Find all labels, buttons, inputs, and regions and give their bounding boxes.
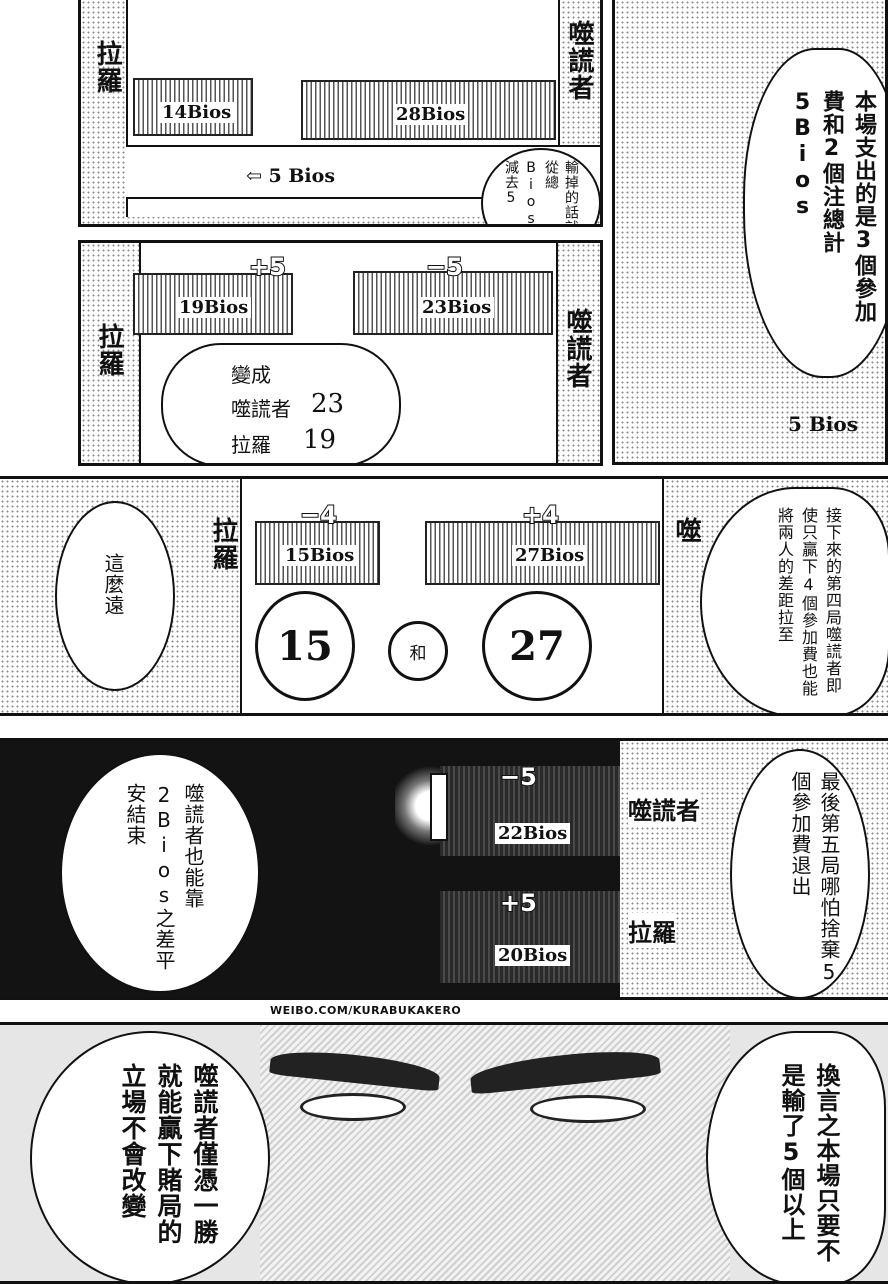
result-box: 變成 噬謊者 23 拉羅 19 xyxy=(161,343,401,463)
result-row1-name: 噬謊者 xyxy=(231,397,291,421)
result-row2-value: 19 xyxy=(303,425,337,455)
scroll-card xyxy=(430,773,448,841)
stack-left xyxy=(255,521,380,585)
stack-left xyxy=(133,273,293,335)
eye-right xyxy=(530,1095,646,1123)
bubble-expense: 本場支出的是3個參加費和2個注總計5Bios xyxy=(743,48,885,378)
bubble-fourth-round: 接下來的第四局噬謊者即使只贏下4個參加費也能將兩人的差距拉至 xyxy=(700,487,888,713)
bubble-lose: 輸掉的話就是從總Bios裡減去5 xyxy=(481,148,600,224)
name-liar: 噬謊者 xyxy=(628,791,700,826)
delta-top: −5 xyxy=(499,762,538,792)
circle-and: 和 xyxy=(388,621,448,681)
result-row2-name: 拉羅 xyxy=(231,433,271,457)
panel-1: 拉羅 噬謊者 14Bios 28Bios ⇦ 5 Bios 輸掉的話就是從總Bi… xyxy=(78,0,603,227)
bubble-fifth-round: 最後第五局哪怕捨棄5個參加費退出 xyxy=(730,749,870,997)
panel-4: 這麼遠 拉羅 噬 −4 15Bios +4 27Bios 15 和 27 接下來… xyxy=(0,476,888,716)
stack-left-label: 15Bios xyxy=(282,545,358,566)
bubble-in-other-words: 換言之本場只要不是輸了5個以上 xyxy=(706,1031,886,1281)
delta-bottom: +5 xyxy=(499,888,538,918)
name-laro: 拉羅 xyxy=(94,323,124,377)
stack-top-label: 22Bios xyxy=(495,823,571,844)
panel-2: 本場支出的是3個參加費和2個注總計5Bios 5 Bios xyxy=(612,0,888,465)
bubble-safe-end: 噬謊者也能靠2Bios之差平安結束 xyxy=(60,753,260,993)
stack-left-label: 19Bios xyxy=(176,297,252,318)
result-row1-value: 23 xyxy=(311,389,345,419)
name-laro: 拉羅 xyxy=(208,517,238,571)
stack-right-label: 28Bios xyxy=(393,104,469,125)
delta-left: −4 xyxy=(299,500,338,530)
name-liar: 噬謊者 xyxy=(564,20,594,101)
arrow-label: ⇦ 5 Bios xyxy=(246,165,336,187)
bios-total-label: 5 Bios xyxy=(788,412,858,436)
result-title: 變成 xyxy=(231,363,271,387)
stack-right-label: 23Bios xyxy=(419,297,495,318)
bubble-far: 這麼遠 xyxy=(55,501,175,691)
panel-6: 噬謊者僅憑一勝就能贏下賭局的立場不會改變 換言之本場只要不是輸了5個以上 xyxy=(0,1022,888,1284)
delta-left: +5 xyxy=(248,252,287,282)
stack-right-label: 27Bios xyxy=(512,545,588,566)
circle-15: 15 xyxy=(255,591,355,701)
stack-left-label: 14Bios xyxy=(159,102,235,123)
stack-bottom-label: 20Bios xyxy=(495,945,571,966)
name-liar-partial: 噬 xyxy=(671,517,701,544)
panel-5: 噬謊者也能靠2Bios之差平安結束 −5 22Bios +5 20Bios 噬謊… xyxy=(0,738,888,1000)
bubble-one-win: 噬謊者僅憑一勝就能贏下賭局的立場不會改變 xyxy=(30,1031,270,1281)
name-laro: 拉羅 xyxy=(92,40,122,94)
stripes-bottom xyxy=(440,891,620,983)
delta-right: −5 xyxy=(425,252,464,282)
eye-left xyxy=(300,1093,406,1121)
name-liar: 噬謊者 xyxy=(562,308,592,389)
watermark: WEIBO.COM/KURABUKAKERO xyxy=(270,1004,462,1017)
circle-27: 27 xyxy=(482,591,592,701)
name-laro: 拉羅 xyxy=(628,913,676,948)
delta-right: +4 xyxy=(521,500,560,530)
panel-3: 拉羅 噬謊者 +5 19Bios −5 23Bios 變成 噬謊者 23 拉羅 … xyxy=(78,240,603,466)
